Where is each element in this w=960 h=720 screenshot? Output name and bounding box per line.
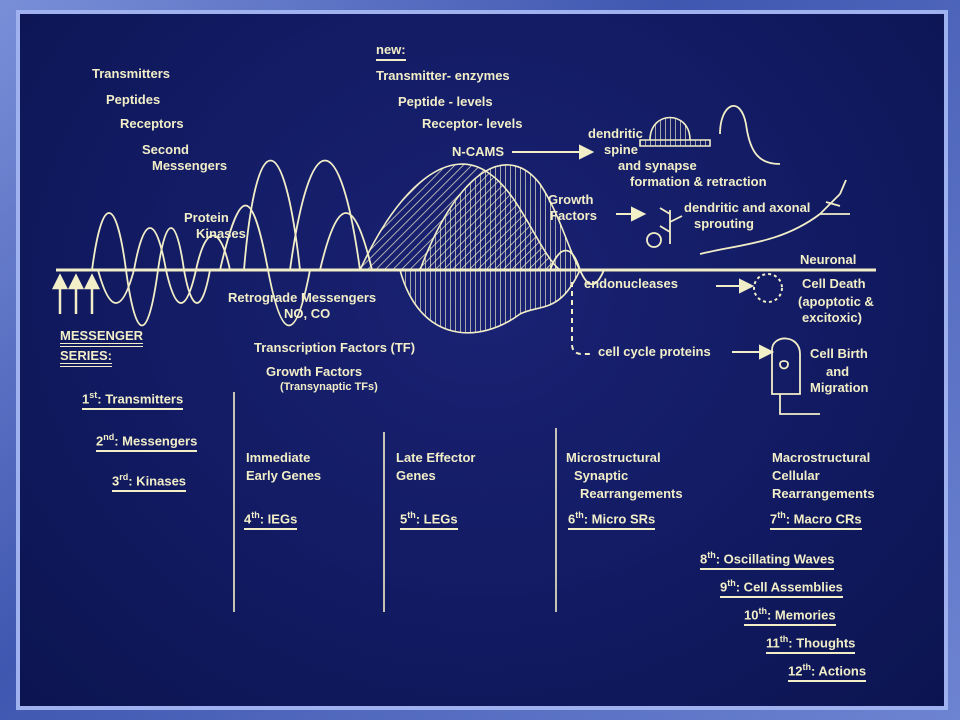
label-dendritic: dendritic — [588, 126, 643, 141]
label-messengers: Messengers — [152, 158, 228, 173]
wave-diagram — [51, 105, 876, 612]
dendrite-icon — [659, 179, 850, 255]
col-immediate-2: Early Genes — [246, 468, 322, 483]
label-transynaptic: (Transynaptic TFs) — [280, 381, 378, 393]
label-receptors: Receptors — [120, 116, 184, 131]
level-9: 9th: Cell Assemblies — [720, 576, 843, 599]
label-neuronal: Neuronal — [800, 252, 857, 267]
level-7: 7th: Macro CRs — [770, 508, 862, 531]
label-retrograde: Retrograde Messengers — [228, 290, 377, 305]
label-second: Second — [142, 142, 189, 157]
label-transmitters: Transmitters — [92, 66, 171, 81]
dashed-connector — [571, 282, 590, 355]
label-spine: spine — [604, 142, 638, 157]
kinase-wave — [97, 227, 231, 304]
col-micro-1: Microstructural — [566, 450, 661, 465]
level-6: 6th: Micro SRs — [568, 508, 656, 531]
synapse-icon — [719, 105, 781, 165]
label-peptides: Peptides — [106, 92, 161, 107]
level-5: 5th: LEGs — [400, 508, 458, 531]
level-2: 2nd: Messengers — [96, 430, 198, 453]
label-cell-birth: Cell Birth — [810, 346, 868, 361]
big-wave-1 — [219, 204, 311, 327]
label-messenger-series-2: SERIES: — [60, 348, 113, 367]
label-transcription-factors: Transcription Factors (TF) — [254, 340, 416, 355]
small-tail-wave — [549, 249, 605, 286]
label-kinases: Kinases — [196, 226, 246, 241]
label-and-synapse: and synapse — [618, 158, 697, 173]
label-messenger-series-1: MESSENGER — [60, 328, 144, 347]
col-macro-1: Macrostructural — [772, 450, 871, 465]
cell-death-icon — [753, 273, 783, 303]
label-formation: formation & retraction — [630, 174, 767, 189]
label-growth-factors: Growth Factors — [266, 364, 363, 379]
hatched-hump-2 — [418, 164, 582, 271]
level-10: 10th: Memories — [744, 604, 836, 627]
label-dendritic-axonal: dendritic and axonal — [684, 200, 811, 215]
level-1: 1st: Transmitters — [82, 388, 184, 411]
big-wave-4 — [319, 212, 373, 271]
event-arrows — [512, 144, 775, 360]
level-12: 12th: Actions — [788, 660, 867, 683]
lower-hump — [398, 269, 582, 334]
label-cell-death: Cell Death — [802, 276, 866, 291]
col-macro-2: Cellular — [772, 468, 820, 483]
label-peptide-levels: Peptide - levels — [398, 94, 493, 109]
big-wave-3 — [289, 159, 361, 271]
label-protein: Protein — [184, 210, 229, 225]
label-growth: Growth — [548, 192, 594, 207]
level-3: 3rd: Kinases — [112, 470, 187, 493]
col-micro-3: Rearrangements — [580, 486, 683, 501]
label-ncams: N-CAMS — [452, 144, 504, 159]
label-new: new: — [376, 42, 406, 61]
cell-birth-icon — [771, 337, 820, 415]
label-transmitter-enzymes: Transmitter- enzymes — [376, 68, 510, 83]
col-late-2: Genes — [396, 468, 436, 483]
messenger-wave — [91, 212, 211, 327]
level-11: 11th: Thoughts — [766, 632, 856, 655]
label-cell-cycle: cell cycle proteins — [598, 344, 711, 359]
big-wave-2 — [243, 159, 301, 271]
col-immediate-1: Immediate — [246, 450, 311, 465]
label-migration: Migration — [810, 380, 869, 395]
messenger-arrows — [51, 273, 101, 314]
label-apoptotic: (apoptotic & — [798, 294, 874, 309]
level-8: 8th: Oscillating Waves — [700, 548, 835, 571]
level-4: 4th: IEGs — [244, 508, 298, 531]
spine-icon — [639, 116, 711, 147]
label-excitoxic: excitoxic) — [802, 310, 862, 325]
col-macro-3: Rearrangements — [772, 486, 875, 501]
col-late-1: Late Effector — [396, 450, 476, 465]
diagram-slide: Transmitters Peptides Receptors Second M… — [16, 10, 948, 710]
label-sprouting: sprouting — [694, 216, 754, 231]
soma-icon — [646, 232, 662, 248]
label-factors: Factors — [550, 208, 597, 223]
label-and: and — [826, 364, 850, 379]
label-endonucleases: endonucleases — [584, 276, 678, 291]
label-no-co: NO, CO — [284, 306, 331, 321]
col-micro-2: Synaptic — [574, 468, 629, 483]
label-receptor-levels: Receptor- levels — [422, 116, 523, 131]
